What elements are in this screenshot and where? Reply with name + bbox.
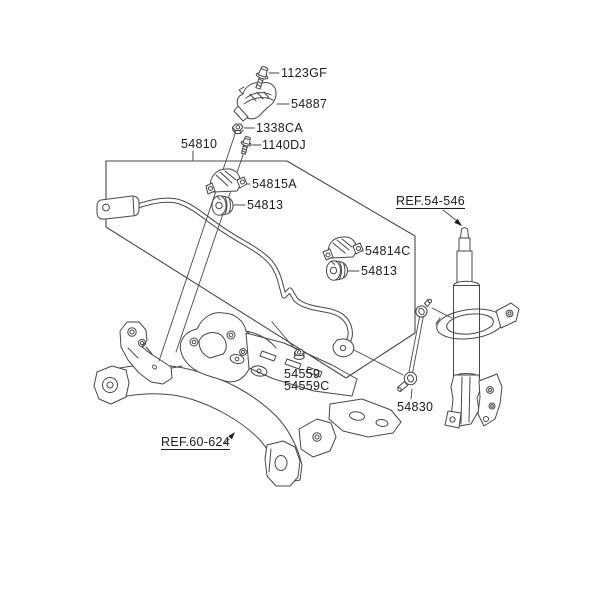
- strut-assembly-drawing: [435, 228, 519, 428]
- nut-54559-drawing: [294, 350, 304, 360]
- callout-1338ca: 1338CA: [256, 121, 303, 135]
- bracket-54814c-drawing: [323, 237, 363, 260]
- callout-ref-54-546: REF.54-546: [396, 194, 466, 209]
- callout-1123gf: 1123GF: [281, 66, 328, 80]
- crossmember-drawing: [94, 313, 401, 486]
- callout-54810: 54810: [181, 137, 218, 151]
- assembly-outline-box: [106, 151, 415, 378]
- callout-54559: 54559: [284, 367, 321, 381]
- callout-ref-60-624: REF.60-624: [161, 435, 231, 450]
- stabilizer-link-drawing: [398, 299, 432, 391]
- stabilizer-bar-drawing: [97, 196, 354, 357]
- bracket-54887-drawing: [234, 83, 276, 121]
- bolt-1123gf-drawing: [252, 65, 270, 90]
- callout-54813-left: 54813: [247, 198, 284, 212]
- bar-left-eyelet: [97, 196, 139, 219]
- bushing-54813-right-drawing: [327, 261, 348, 280]
- bolt-1140dj-drawing: [238, 136, 253, 155]
- callout-54559c: 54559C: [284, 379, 330, 393]
- callout-54887: 54887: [291, 97, 328, 111]
- callout-54830: 54830: [397, 400, 434, 414]
- callout-54815a: 54815A: [252, 177, 297, 191]
- callout-54813-right: 54813: [361, 264, 398, 278]
- callout-54814c: 54814C: [365, 244, 411, 258]
- callout-1140dj: 1140DJ: [262, 138, 306, 152]
- bar-right-eyelet: [333, 339, 354, 357]
- bushing-54813-left-drawing: [212, 196, 233, 215]
- bracket-54815a-drawing: [206, 169, 247, 194]
- nut-1338ca-drawing: [233, 124, 244, 134]
